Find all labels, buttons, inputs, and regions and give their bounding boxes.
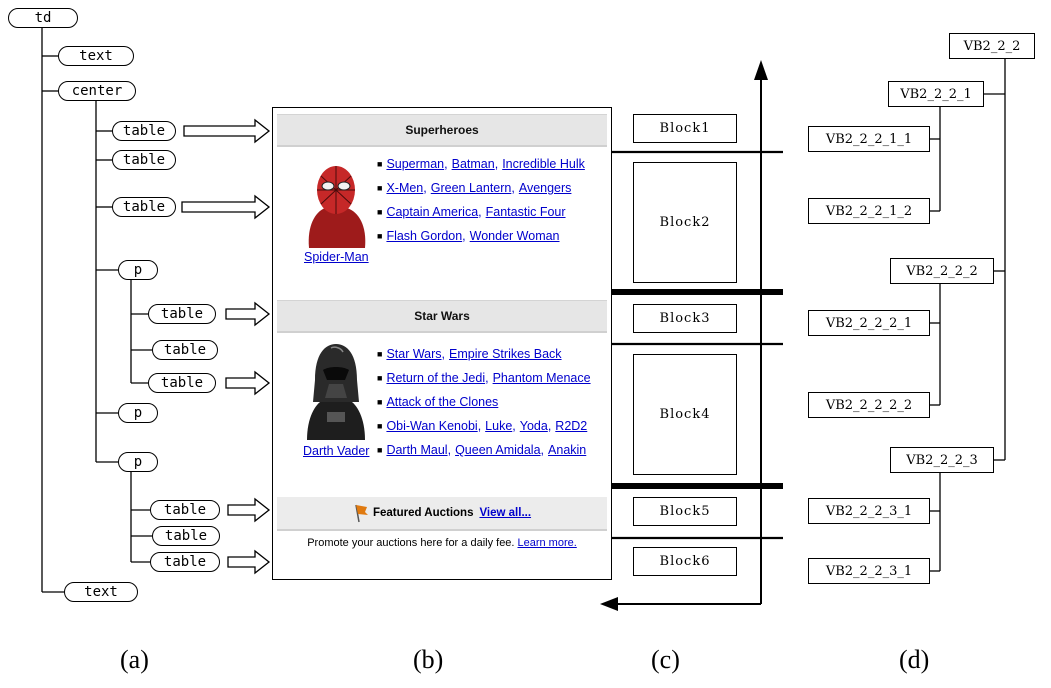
link[interactable]: Return of the Jedi bbox=[386, 371, 486, 385]
learn-more-link[interactable]: Learn more. bbox=[517, 537, 577, 549]
list-item: ■Captain America,Fantastic Four bbox=[377, 205, 566, 219]
list-item: ■X-Men,Green Lantern,Avengers bbox=[377, 181, 572, 195]
promo-text: Promote your auctions here for a daily f… bbox=[273, 537, 611, 549]
link[interactable]: Obi-Wan Kenobi bbox=[386, 419, 478, 433]
vb-node: VB2_2_2_2_1 bbox=[808, 310, 930, 336]
list-item: ■Attack of the Clones bbox=[377, 395, 499, 409]
link[interactable]: Star Wars bbox=[386, 347, 442, 361]
dom-node-table: table bbox=[112, 121, 176, 141]
vb-node-root: VB2_2_2 bbox=[949, 33, 1035, 59]
link[interactable]: Wonder Woman bbox=[469, 229, 560, 243]
sublabel-b: (b) bbox=[413, 645, 444, 674]
link[interactable]: Batman bbox=[451, 157, 495, 171]
featured-auctions-title: Featured Auctions bbox=[372, 507, 474, 519]
promo-message: Promote your auctions here for a daily f… bbox=[307, 537, 515, 549]
block-separators bbox=[598, 150, 783, 540]
list-item: ■Obi-Wan Kenobi,Luke,Yoda,R2D2 bbox=[377, 419, 588, 433]
dom-node-p: p bbox=[118, 260, 158, 280]
link[interactable]: Darth Maul bbox=[386, 443, 448, 457]
darth-vader-caption[interactable]: Darth Vader bbox=[303, 444, 370, 458]
vb-node: VB2_2_2_1_2 bbox=[808, 198, 930, 224]
link[interactable]: Queen Amidala bbox=[455, 443, 541, 457]
dom-node-p: p bbox=[118, 403, 158, 423]
dom-node-p: p bbox=[118, 452, 158, 472]
link[interactable]: Yoda bbox=[519, 419, 548, 433]
link[interactable]: Captain America bbox=[386, 205, 479, 219]
dom-tree-edges bbox=[41, 28, 152, 593]
vb-node: VB2_2_2_3 bbox=[890, 447, 994, 473]
link[interactable]: Avengers bbox=[518, 181, 572, 195]
block-6: Block6 bbox=[633, 547, 737, 576]
vb-node: VB2_2_2_1_1 bbox=[808, 126, 930, 152]
view-all-link[interactable]: View all... bbox=[479, 507, 532, 519]
list-item: ■Darth Maul,Queen Amidala,Anakin bbox=[377, 443, 587, 457]
dom-node-table: table bbox=[148, 304, 216, 324]
dom-node-table: table bbox=[152, 340, 218, 360]
block-2: Block2 bbox=[633, 162, 737, 283]
dom-node-table: table bbox=[150, 552, 220, 572]
dom-node-table: table bbox=[112, 150, 176, 170]
link[interactable]: Anakin bbox=[548, 443, 587, 457]
vb-node: VB2_2_2_3_1 bbox=[808, 558, 930, 584]
vb-node: VB2_2_2_1 bbox=[888, 81, 984, 107]
sublabel-c: (c) bbox=[651, 645, 680, 674]
link[interactable]: R2D2 bbox=[555, 419, 588, 433]
block-3: Block3 bbox=[633, 304, 737, 333]
sublabel-a: (a) bbox=[120, 645, 149, 674]
section-header-superheroes: Superheroes bbox=[277, 114, 607, 147]
dom-node-text: text bbox=[58, 46, 134, 66]
link[interactable]: Flash Gordon bbox=[386, 229, 463, 243]
vb-node: VB2_2_2_2 bbox=[890, 258, 994, 284]
link[interactable]: Empire Strikes Back bbox=[449, 347, 562, 361]
block-5: Block5 bbox=[633, 497, 737, 526]
vb-tree-edges bbox=[929, 59, 1006, 572]
list-item: ■Superman,Batman,Incredible Hulk bbox=[377, 157, 585, 171]
link[interactable]: Incredible Hulk bbox=[502, 157, 585, 171]
list-item: ■Flash Gordon,Wonder Woman bbox=[377, 229, 560, 243]
link[interactable]: X-Men bbox=[386, 181, 424, 195]
block-1: Block1 bbox=[633, 114, 737, 143]
section-header-star-wars: Star Wars bbox=[277, 300, 607, 333]
list-item: ■Return of the Jedi,Phantom Menace bbox=[377, 371, 591, 385]
link[interactable]: Fantastic Four bbox=[485, 205, 566, 219]
link[interactable]: Phantom Menace bbox=[492, 371, 591, 385]
darth-vader-image bbox=[303, 340, 369, 440]
dom-node-table: table bbox=[150, 500, 220, 520]
dom-node-table: table bbox=[152, 526, 220, 546]
featured-auctions-bar: Featured Auctions View all... bbox=[277, 497, 607, 531]
superheroes-link-list: ■Superman,Batman,Incredible Hulk ■X-Men,… bbox=[377, 152, 585, 248]
dom-node-table: table bbox=[148, 373, 216, 393]
flag-icon bbox=[355, 504, 368, 523]
link[interactable]: Luke bbox=[485, 419, 513, 433]
block-4: Block4 bbox=[633, 354, 737, 475]
dom-node-td: td bbox=[8, 8, 78, 28]
link[interactable]: Green Lantern bbox=[430, 181, 512, 195]
star-wars-link-list: ■Star Wars,Empire Strikes Back ■Return o… bbox=[377, 342, 591, 462]
webpage-snapshot: Superheroes Spider-Man ■Superman,Batman,… bbox=[272, 107, 612, 580]
list-item: ■Star Wars,Empire Strikes Back bbox=[377, 347, 562, 361]
link[interactable]: Attack of the Clones bbox=[386, 395, 499, 409]
vb-node: VB2_2_2_2_2 bbox=[808, 392, 930, 418]
dom-node-center: center bbox=[58, 81, 136, 101]
spider-man-image bbox=[303, 156, 369, 248]
vb-node: VB2_2_2_3_1 bbox=[808, 498, 930, 524]
dom-node-table: table bbox=[112, 197, 176, 217]
spider-man-caption[interactable]: Spider-Man bbox=[304, 250, 369, 264]
link[interactable]: Superman bbox=[386, 157, 445, 171]
order-arrows bbox=[600, 60, 768, 611]
dom-node-text: text bbox=[64, 582, 138, 602]
hollow-arrows bbox=[181, 118, 271, 575]
sublabel-d: (d) bbox=[899, 645, 930, 674]
